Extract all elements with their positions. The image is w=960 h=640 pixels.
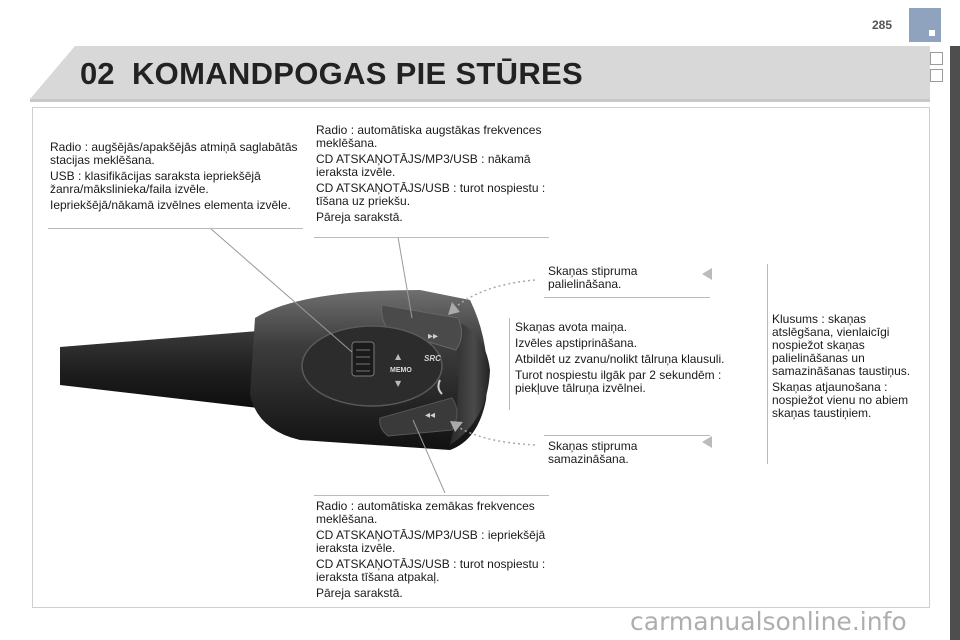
page-number: 285 xyxy=(872,18,893,32)
text-line: Atbildēt uz zvanu/nolikt tālruņa klausul… xyxy=(515,352,725,366)
top-center-description: Radio : automātiska augstākas frekvences… xyxy=(316,124,556,227)
src-label: SRC xyxy=(424,354,441,363)
text-line: Skaņas atjaunošana : nospiežot vienu no … xyxy=(772,380,909,420)
text-line: Radio : automātiska zemākas frekvences m… xyxy=(316,499,535,526)
nav-box-icon xyxy=(930,52,943,65)
nav-box-icon xyxy=(930,69,943,82)
mute-bracket-line xyxy=(767,264,768,464)
text-line: CD ATSKAŅOTĀJS/MP3/USB : nākamā ieraksta… xyxy=(316,152,531,179)
top-left-description: Radio : augšējās/apakšējās atmiņā saglab… xyxy=(50,141,300,215)
separator-line xyxy=(314,237,549,238)
text-line: Skaņas stipruma palielināšana. xyxy=(548,264,638,291)
phone-icon xyxy=(437,379,443,395)
svg-text:▼: ▼ xyxy=(395,379,402,388)
separator-line xyxy=(314,495,549,496)
text-line: Pāreja sarakstā. xyxy=(316,210,403,224)
bottom-center-description: Radio : automātiska zemākas frekvences m… xyxy=(316,500,556,603)
header-band-edge xyxy=(30,46,75,99)
text-line: CD ATSKAŅOTĀJS/USB : turot nospiestu : i… xyxy=(316,557,546,584)
section-number: 02 xyxy=(80,56,115,91)
corner-square-icon xyxy=(929,30,935,36)
text-line: CD ATSKAŅOTĀJS/USB : turot nospiestu : t… xyxy=(316,181,546,208)
svg-text:▲: ▲ xyxy=(395,352,402,361)
text-line: Radio : augšējās/apakšējās atmiņā saglab… xyxy=(50,140,298,167)
text-line: USB : klasifikācijas saraksta iepriekšēj… xyxy=(50,169,261,196)
volume-up-description: Skaņas stipruma palielināšana. xyxy=(548,265,663,294)
side-bar xyxy=(950,46,960,640)
text-line: Turot nospiestu ilgāk par 2 sekundēm : p… xyxy=(515,368,722,395)
volume-up-arrow xyxy=(451,279,536,311)
text-line: Izvēles apstiprināšana. xyxy=(515,336,638,350)
separator-line xyxy=(544,435,710,436)
volume-down-description: Skaņas stipruma samazināšana. xyxy=(548,440,663,469)
content-frame xyxy=(32,107,930,608)
text-line: CD ATSKAŅOTĀJS/MP3/USB : iepriekšējā ier… xyxy=(316,528,546,555)
text-line: Iepriekšējā/nākamā izvēlnes elementa izv… xyxy=(50,198,291,212)
page-title: KOMANDPOGAS PIE STŪRES xyxy=(132,56,583,91)
svg-text:▸▸: ▸▸ xyxy=(428,331,438,342)
memo-label: MEMO xyxy=(390,367,412,374)
watermark: carmanualsonline.info xyxy=(630,607,907,636)
svg-text:◂◂: ◂◂ xyxy=(425,410,435,421)
header-band xyxy=(75,46,930,99)
stalk-end-cap xyxy=(450,320,490,445)
separator-line xyxy=(48,228,303,229)
stalk-arm xyxy=(60,330,275,410)
header-underline xyxy=(30,99,930,102)
text-line: Klusums : skaņas atslēgšana, vienlaicīgi… xyxy=(772,312,911,378)
rewind-button xyxy=(379,397,458,437)
separator-line xyxy=(544,297,710,298)
source-description: Skaņas avota maiņa. Izvēles apstiprināša… xyxy=(515,321,750,398)
volume-down-arrow xyxy=(454,424,536,446)
text-line: Skaņas stipruma samazināšana. xyxy=(548,439,638,466)
text-line: Radio : automātiska augstākas frekvences… xyxy=(316,123,542,150)
text-line: Skaņas avota maiņa. xyxy=(515,320,628,334)
mute-description: Klusums : skaņas atslēgšana, vienlaicīgi… xyxy=(772,313,924,423)
text-line: Pāreja sarakstā. xyxy=(316,586,403,600)
corner-tab xyxy=(909,8,941,42)
source-bracket-line xyxy=(509,318,510,410)
forward-button xyxy=(381,304,462,351)
